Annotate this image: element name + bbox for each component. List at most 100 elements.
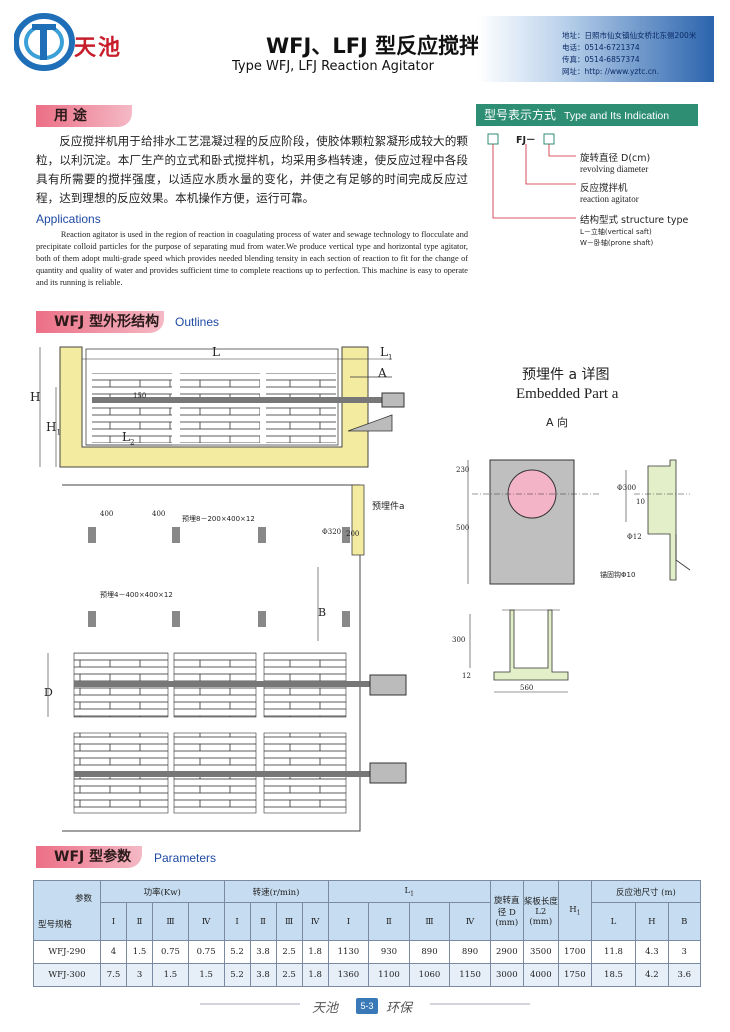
dim-H1-sub: 1	[56, 428, 61, 437]
applications-text-cn: 反应搅拌机用于给排水工艺混凝过程的反应阶段，使胶体颗粒絮凝形成较大的颗粒，以利沉…	[36, 134, 468, 205]
applications-text-en: Reaction agitator is used in the region …	[36, 230, 468, 287]
footer-tagline: 环保	[386, 1001, 413, 1016]
table-cell: 5.2	[223, 963, 251, 987]
table-corner-cell: 参数 型号规格	[33, 880, 101, 941]
type-item-vertical: L－立轴(vertical saft)	[580, 228, 652, 236]
table-header-row-2: I Ⅱ Ⅲ Ⅳ I Ⅱ Ⅲ Ⅳ I Ⅱ Ⅲ Ⅳ L H B	[34, 902, 702, 941]
embedded-view-a: A 向	[546, 416, 569, 429]
table-cell: WFJ-300	[33, 963, 101, 987]
type-item-diameter-cn: 旋转直径 D(cm)	[580, 153, 651, 164]
head-D: 旋转直径 D (mm)	[489, 880, 524, 941]
page-footer	[0, 990, 730, 1020]
sub-head: Ⅲ	[408, 902, 451, 941]
type-indication-title-cn: 型号表示方式	[484, 108, 557, 122]
contact-fax: 传真：0514-6857374	[562, 55, 640, 64]
dim-150: 150	[133, 392, 147, 400]
table-cell: 0.75	[152, 940, 189, 964]
sub-head: H	[635, 902, 669, 941]
applications-title-en: Applications	[36, 212, 101, 226]
table-cell: 3.8	[249, 940, 277, 964]
dim-L1: L1	[380, 345, 392, 361]
parameters-title-en: Parameters	[154, 851, 217, 865]
parameters-table: 参数 型号规格 功率(Kw) 转速(r/min) L1 旋转直径 D (mm) …	[33, 880, 702, 987]
section-tag-applications: 用 途	[36, 105, 132, 127]
head-power: 功率(Kw)	[100, 880, 225, 903]
contact-phone: 电话：0514-6721374	[562, 43, 640, 52]
sub-head: L	[590, 902, 637, 941]
table-cell: 3.8	[249, 963, 277, 987]
table-cell: WFJ-290	[33, 940, 101, 964]
dim-B: B	[318, 606, 327, 619]
table-cell: 5.2	[223, 940, 251, 964]
embed-part-a-label: 预埋件a	[372, 502, 405, 512]
table-cell: 3	[126, 963, 154, 987]
head-speed: 转速(r/min)	[223, 880, 329, 903]
dim-H1-letter: H	[46, 420, 57, 434]
type-code: FJ－	[516, 135, 536, 146]
corner-bottom: 型号规格	[38, 919, 73, 930]
table-cell: 3000	[489, 963, 524, 987]
dim-L2: L2	[122, 430, 134, 446]
table-cell: 1.5	[152, 963, 189, 987]
dim-L2-letter: L	[122, 430, 130, 444]
sub-head: Ⅳ	[301, 902, 329, 941]
embedded-detail-drawing	[467, 459, 691, 693]
embed-label-8: 预埋8－200×400×12	[182, 515, 255, 523]
dim-L1-letter: L	[380, 345, 388, 359]
table-cell: 1700	[557, 940, 592, 964]
table-cell: 11.8	[590, 940, 637, 964]
type-box-structure	[487, 133, 499, 145]
section-tag-parameters: WFJ 型参数	[36, 846, 142, 868]
head-H1-sub: 1	[576, 909, 581, 917]
dim-200: 200	[346, 530, 360, 538]
head-H1: H1	[557, 880, 592, 941]
dim-500: 500	[456, 524, 470, 532]
type-indication-diagram	[487, 133, 576, 219]
table-cell: 1100	[368, 963, 410, 987]
logo-text: 天池	[74, 35, 123, 61]
sub-head: I	[99, 902, 128, 941]
dim-L2-sub: 2	[129, 438, 135, 447]
footer-brand: 天池	[312, 1001, 339, 1016]
table-cell: 1150	[449, 963, 491, 987]
sub-head: I	[327, 902, 370, 941]
dim-A: A	[378, 366, 387, 380]
table-cell: 1060	[408, 963, 451, 987]
type-item-diameter-en: revolving diameter	[580, 164, 649, 174]
table-cell: 4	[99, 940, 128, 964]
logo-mark-icon	[14, 13, 75, 71]
sub-head: Ⅱ	[126, 902, 154, 941]
bearing-support	[347, 414, 393, 432]
dim-300: 300	[452, 636, 466, 644]
table-cell: 1130	[327, 940, 370, 964]
head-L2: 桨板长度 L2 (mm)	[522, 880, 559, 941]
sub-head: Ⅲ	[152, 902, 189, 941]
table-cell: 3	[667, 940, 702, 964]
embedded-title-cn: 预埋件 a 详图	[522, 367, 610, 383]
contact-website: 网址：http: //www.yztc.cn.	[562, 67, 660, 76]
table-cell: 7.5	[99, 963, 128, 987]
agitator-shaft	[92, 397, 392, 403]
dim-10: 10	[636, 498, 645, 506]
table-cell: 4.2	[635, 963, 669, 987]
type-item-agitator-en: reaction agitator	[580, 194, 639, 204]
dim-560: 560	[520, 684, 534, 692]
type-item-agitator-cn: 反应搅拌机	[580, 183, 628, 194]
table-cell: 1750	[557, 963, 592, 987]
sub-head: Ⅳ	[187, 902, 225, 941]
table-cell: 930	[368, 940, 410, 964]
table-cell: 1360	[327, 963, 370, 987]
table-cell: 2.5	[275, 940, 303, 964]
table-cell: 4.3	[635, 940, 669, 964]
page-number: 5-3	[356, 998, 378, 1014]
corner-top: 参数	[74, 893, 92, 904]
embedded-title-en: Embedded Part a	[516, 386, 619, 402]
company-logo: 天池	[14, 12, 234, 76]
tank-wall-section	[59, 346, 369, 468]
dim-400-a: 400	[100, 510, 114, 518]
dim-D: D	[44, 686, 53, 699]
table-cell: 2.5	[275, 963, 303, 987]
contact-banner: 地址：日照市仙女镇仙女桥北东侧200米 电话：0514-6721374 传真：0…	[478, 16, 714, 82]
table-row: WFJ-300 7.5 3 1.5 1.5 5.2 3.8 2.5 1.8 13…	[33, 963, 702, 987]
